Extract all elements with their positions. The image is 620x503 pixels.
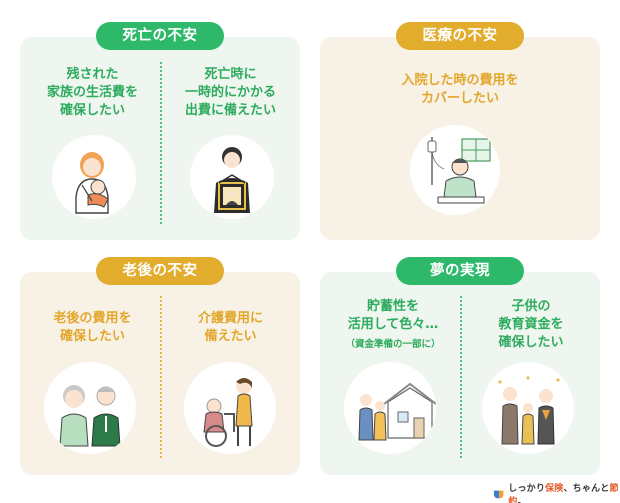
section-retirement-title: 老後の不安 — [96, 257, 224, 285]
logo-text: しっかり保険、ちゃんと節約。 — [508, 484, 619, 503]
logo-mark-icon — [493, 490, 504, 498]
retirement-living-label: 老後の費用を 確保したい — [53, 311, 132, 344]
medical-hospitalization-label: 入院した時の費用を カバーしたい — [401, 73, 519, 106]
section-death-divider — [160, 62, 162, 224]
section-death-title: 死亡の不安 — [96, 22, 224, 50]
section-medical-title: 医療の不安 — [396, 22, 524, 50]
retirement-nursing-label: 介護費用に 備えたい — [197, 311, 263, 344]
section-retirement-divider — [160, 296, 162, 458]
caregiver-wheelchair-icon — [184, 362, 276, 454]
section-dream-title: 夢の実現 — [396, 257, 524, 285]
dream-savings-sublabel: （資金準備の一部に） — [345, 339, 441, 350]
death-funeral-expense-label: 死亡時に 一時的にかかる 出費に備えたい — [184, 67, 276, 118]
dream-savings-label: 貯蓄性を 活用して色々… — [347, 299, 439, 332]
dream-education-label: 子供の 教育資金を 確保したい — [498, 299, 564, 350]
death-family-living-label: 残された 家族の生活費を 確保したい — [46, 67, 138, 118]
mother-baby-icon — [52, 135, 136, 219]
hospital-bed-icon — [410, 125, 500, 215]
section-dream-divider — [460, 296, 462, 458]
funeral-portrait-icon — [190, 135, 274, 219]
elderly-couple-icon — [44, 362, 136, 454]
graduation-family-icon — [482, 362, 574, 454]
site-logo: しっかり保険、ちゃんと節約。 — [493, 481, 620, 503]
family-house-icon — [344, 362, 436, 454]
